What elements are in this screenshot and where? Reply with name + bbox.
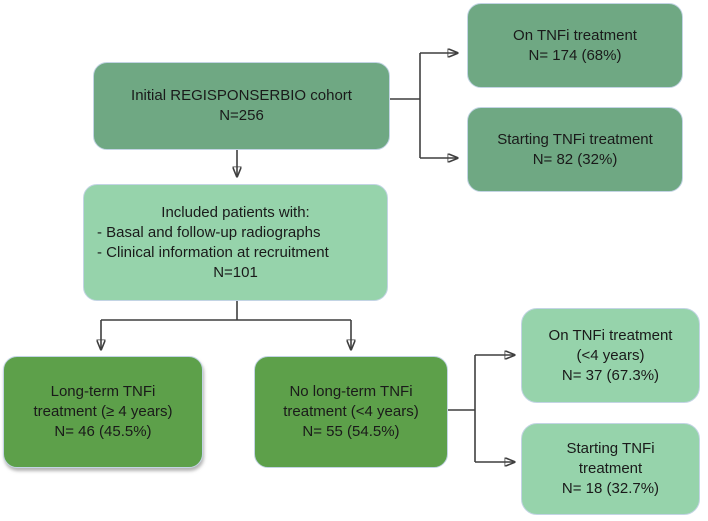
box-starting-tnfi-bottom-line2: treatment [578,460,643,477]
box-initial-cohort-line: Initial REGISPONSERBIO cohort [131,87,352,104]
box-included-bullet-clinical: - Clinical information at recruitment [97,243,329,261]
box-starting-tnfi-bottom-n: N= 18 (32.7%) [561,480,660,497]
box-long-term-line2: treatment (≥ 4 years) [33,403,173,420]
box-no-long-term-n: N= 55 (54.5%) [302,423,400,440]
box-starting-tnfi-bottom: Starting TNFi treatment N= 18 (32.7%) [521,423,700,515]
box-included-n: N=101 [213,263,258,281]
box-on-tnfi-n: N= 174 (68%) [528,46,622,64]
box-long-term-tnfi: Long-term TNFi treatment (≥ 4 years) N= … [3,356,203,468]
box-included-bullet-radiographs: - Basal and follow-up radiographs [97,223,321,241]
box-on-tnfi-bottom-n: N= 37 (67.3%) [561,366,660,384]
box-starting-tnfi-n: N= 82 (32%) [532,150,618,168]
box-on-tnfi-bottom-line2: (<4 years) [576,346,645,364]
box-on-tnfi-treatment: On TNFi treatment N= 174 (68%) [467,3,683,88]
box-starting-tnfi-bottom-line1: Starting TNFi [566,440,655,457]
box-included-title: Included patients with: [161,203,310,221]
box-long-term-n: N= 46 (45.5%) [54,423,152,440]
box-no-long-term-line1: No long-term TNFi [289,383,413,400]
box-no-long-term-line2: treatment (<4 years) [283,403,419,420]
box-on-tnfi-bottom-line1: On TNFi treatment [548,326,673,344]
box-starting-tnfi-treatment: Starting TNFi treatment N= 82 (32%) [467,107,683,192]
box-no-long-term-tnfi: No long-term TNFi treatment (<4 years) N… [254,356,448,468]
box-included-patients: Included patients with: - Basal and foll… [83,184,388,301]
box-on-tnfi-line: On TNFi treatment [513,26,637,44]
box-long-term-line1: Long-term TNFi [50,383,156,400]
box-on-tnfi-under-4-years: On TNFi treatment (<4 years) N= 37 (67.3… [521,308,700,403]
box-initial-cohort: Initial REGISPONSERBIO cohort N=256 [93,62,390,150]
box-starting-tnfi-line: Starting TNFi treatment [497,130,653,148]
box-initial-cohort-n: N=256 [219,107,264,124]
